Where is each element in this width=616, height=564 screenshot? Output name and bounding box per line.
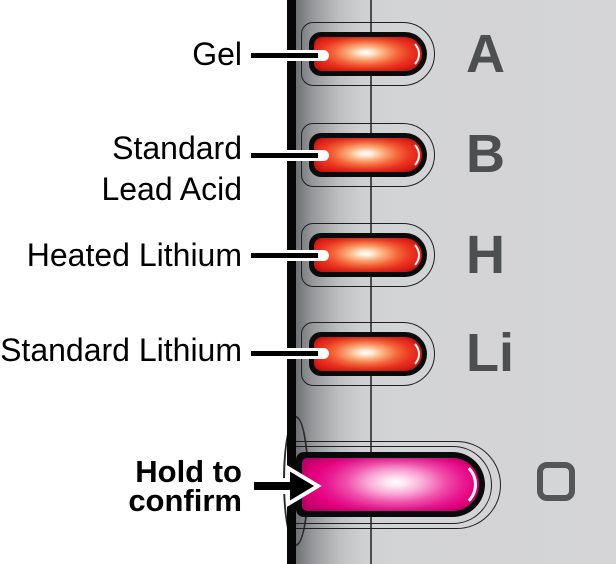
arrow-icon <box>250 464 322 508</box>
leader-line-lead-acid <box>251 150 329 161</box>
leader-line-gel <box>251 50 329 61</box>
panel-edge-bar <box>287 0 296 564</box>
led-highlight <box>316 339 420 369</box>
panel-seam-line <box>370 0 372 564</box>
indicator-letter-a: A <box>466 24 505 84</box>
square-icon <box>537 462 575 501</box>
magenta-led <box>302 458 479 511</box>
led-highlight <box>316 240 420 270</box>
label-hold-to-confirm: Hold to confirm <box>128 454 242 518</box>
led-highlight <box>316 39 420 69</box>
leader-line-standard-lithium <box>251 348 329 359</box>
confirm-button[interactable] <box>296 452 485 517</box>
label-heated-lithium: Heated Lithium <box>26 237 242 273</box>
label-standard-lead-acid: Standard Lead Acid <box>101 130 242 207</box>
label-gel: Gel <box>192 36 242 72</box>
led-highlight <box>316 140 420 170</box>
label-standard-lithium: Standard Lithium <box>0 332 242 368</box>
red-led <box>314 138 422 172</box>
indicator-letter-li: Li <box>466 323 514 383</box>
red-led <box>314 37 422 71</box>
indicator-letter-b: B <box>466 124 505 184</box>
red-led <box>314 238 422 272</box>
red-led <box>314 337 422 371</box>
led-button-lead-acid[interactable] <box>309 133 427 177</box>
leader-line-heated-lithium <box>251 250 329 261</box>
indicator-letter-h: H <box>466 225 505 285</box>
led-highlight <box>304 460 477 509</box>
